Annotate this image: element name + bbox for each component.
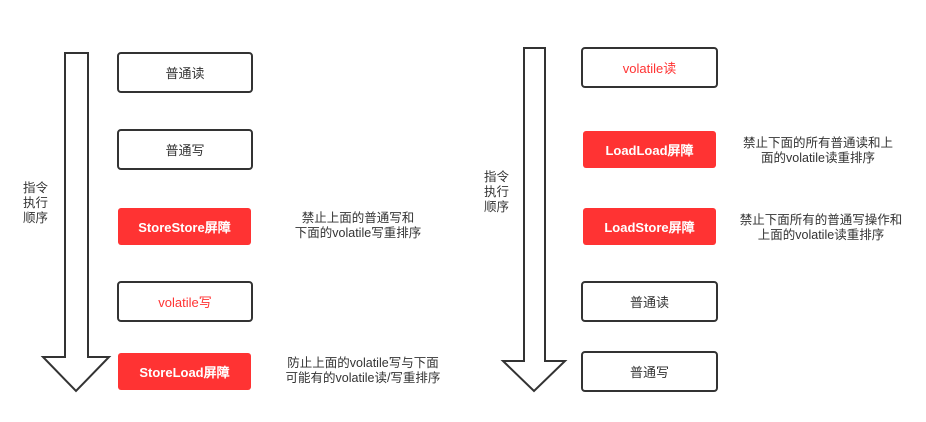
description-line: 面的volatile读重排序	[761, 151, 875, 165]
loadload-barrier-box: LoadLoad屏障	[583, 131, 716, 168]
axis-label-line: 顺序	[484, 200, 510, 214]
normal-read-box: 普通读	[581, 281, 718, 322]
description-line: 禁止下面所有的普通写操作和	[739, 213, 903, 227]
description-line: 上面的volatile读重排序	[757, 228, 885, 242]
volatile-read-box: volatile读	[581, 47, 718, 88]
axis-label-line: 顺序	[23, 211, 49, 225]
normal-write-box: 普通写	[117, 129, 253, 170]
storestore-description: 禁止上面的普通写和 下面的volatile写重排序	[258, 211, 458, 241]
volatile-write-box: volatile写	[117, 281, 253, 322]
axis-label-line: 执行	[23, 196, 49, 210]
left-axis-label: 指令 执行 顺序	[23, 181, 51, 226]
axis-label-line: 执行	[484, 185, 510, 199]
description-line: 可能有的volatile读/写重排序	[285, 371, 441, 385]
left-down-arrow	[40, 52, 112, 393]
loadstore-barrier-box: LoadStore屏障	[583, 208, 716, 245]
description-line: 防止上面的volatile写与下面	[287, 356, 439, 370]
right-down-arrow	[500, 47, 568, 393]
description-line: 禁止下面的所有普通读和上	[742, 136, 893, 150]
description-line: 下面的volatile写重排序	[294, 226, 422, 240]
loadload-description: 禁止下面的所有普通读和上 面的volatile读重排序	[718, 136, 918, 166]
loadstore-description: 禁止下面所有的普通写操作和 上面的volatile读重排序	[718, 213, 924, 243]
storeload-description: 防止上面的volatile写与下面 可能有的volatile读/写重排序	[258, 356, 468, 386]
axis-label-line: 指令	[484, 170, 510, 184]
normal-read-box: 普通读	[117, 52, 253, 93]
description-line: 禁止上面的普通写和	[301, 211, 415, 225]
right-axis-label: 指令 执行 顺序	[484, 170, 512, 215]
normal-write-box: 普通写	[581, 351, 718, 392]
storeload-barrier-box: StoreLoad屏障	[118, 353, 251, 390]
storestore-barrier-box: StoreStore屏障	[118, 208, 251, 245]
axis-label-line: 指令	[23, 181, 49, 195]
